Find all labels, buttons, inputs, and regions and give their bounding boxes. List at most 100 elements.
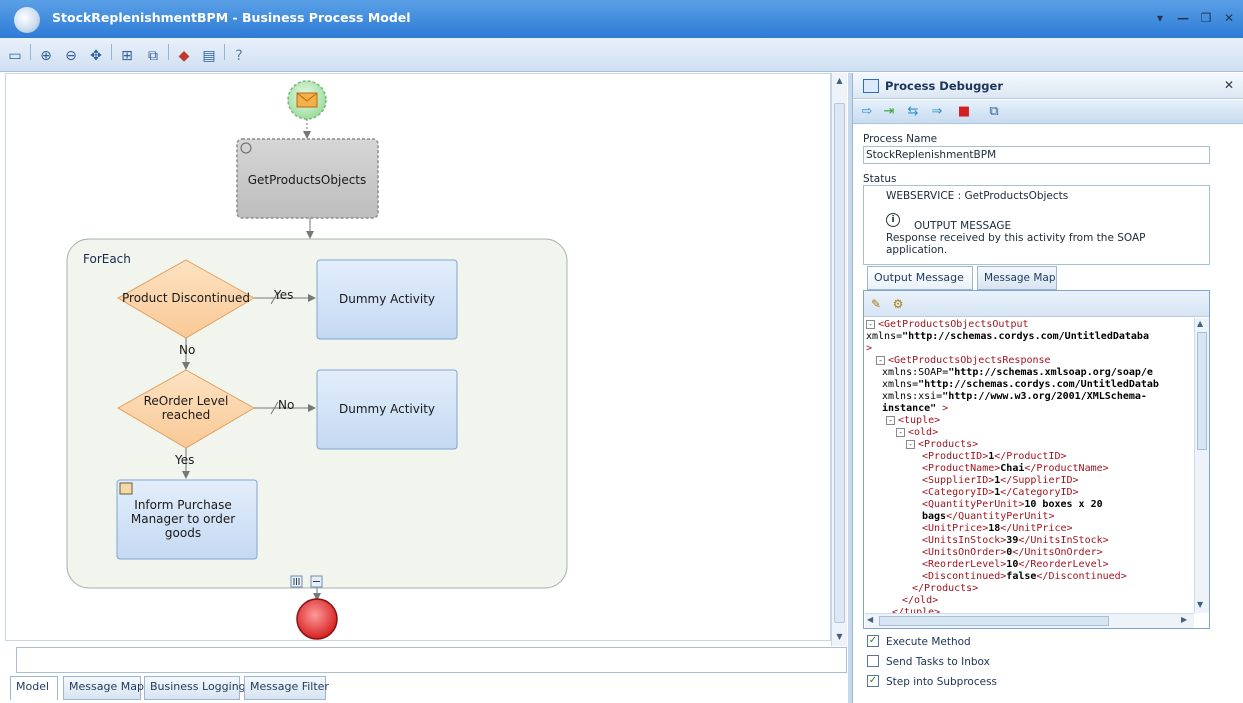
page-icon[interactable]: ▤ [202,48,216,64]
collapse-icon[interactable]: ⧉ [148,48,158,64]
step-icon[interactable]: ⇨ [861,104,873,119]
step-back-icon[interactable]: ⇆ [907,104,919,119]
xml-line: instance" > [882,403,948,415]
expand-icon[interactable]: ⊞ [121,48,133,64]
close-window-button[interactable]: ✕ [1223,11,1235,25]
execute-method-checkbox[interactable]: ✓ [867,635,879,647]
tab-model[interactable]: Model [10,676,58,700]
xml-line: xmlns:xsi="http://www.w3.org/2001/XMLSch… [882,391,1147,403]
info-icon: i [886,213,900,227]
fit-icon[interactable]: ✥ [90,48,102,64]
scroll-down-icon[interactable]: ▼ [1197,600,1204,609]
xml-tag: <ProductID> [922,451,989,462]
tab-output-message[interactable]: Output Message [867,266,973,290]
xml-tag: <ProductName> [922,463,1001,474]
xml-tag: <UnitsOnOrder> [922,547,1007,558]
decision-label-line1: ReOrder Level [144,394,229,408]
scroll-up-icon[interactable]: ▲ [1197,319,1204,328]
xml-line: <QuantityPerUnit>10 boxes x 20 [922,499,1103,511]
xml-tag: </UnitsOnOrder> [1012,547,1103,558]
debugger-icon [863,79,879,93]
route-icon[interactable]: ◆ [178,48,190,64]
tab-message-map[interactable]: Message Map [63,676,144,700]
xml-line: <SupplierID>1</SupplierID> [922,475,1079,487]
xml-tag: </SupplierID> [1000,475,1079,486]
tab-debugger-message-map[interactable]: Message Map [977,266,1057,290]
collapse-node-icon[interactable]: - [876,356,885,365]
scroll-left-icon[interactable]: ◀ [867,615,874,624]
scroll-down-icon[interactable]: ▼ [836,632,843,641]
scroll-thumb[interactable] [834,103,845,623]
xml-line: xmlns="http://schemas.cordys.com/Untitle… [882,379,1159,391]
resume-icon[interactable]: ⇒ [931,104,943,119]
edit-xml-icon[interactable]: ✎ [870,297,882,311]
xml-line: <UnitsInStock>39</UnitsInStock> [922,535,1109,547]
xml-line: </tuple> [892,607,940,613]
decision-reorder-level[interactable]: ReOrder Level reached [116,369,256,449]
xml-tag: <SupplierID> [922,475,995,486]
scroll-thumb[interactable] [1197,332,1207,450]
close-panel-icon[interactable]: ✕ [1223,78,1234,92]
xml-value: "http://schemas.cordys.com/UntitledDatab… [902,331,1149,342]
xml-tag: </ProductID> [994,451,1067,462]
process-name-label: Process Name [863,133,938,145]
xml-vertical-scrollbar[interactable]: ▲ ▼ [1194,318,1209,613]
stop-icon[interactable]: ■ [957,104,971,119]
restore-button[interactable]: ❐ [1200,11,1212,25]
step-into-subprocess-label: Step into Subprocess [886,676,998,688]
xml-tag: <Products> [918,439,979,450]
minimize-button[interactable]: — [1177,11,1189,25]
collapse-node-icon[interactable]: - [866,320,875,329]
debugger-header: Process Debugger ✕ [853,73,1243,99]
xml-line: </Products> [912,583,978,595]
view-icon[interactable]: ▭ [8,48,22,64]
step-into-subprocess-checkbox[interactable]: ✓ [867,675,879,687]
activity-label: Dummy Activity [339,402,435,416]
status-message-type: OUTPUT MESSAGE [914,220,1012,232]
xml-tag: </CategoryID> [1000,487,1079,498]
collapse-node-icon[interactable]: - [906,440,915,449]
xml-value: 1 [994,475,1001,486]
xml-line: <Discontinued>false</Discontinued> [922,571,1127,583]
end-event[interactable] [296,598,338,640]
xml-value: 0 [1006,547,1013,558]
status-label: Status [863,173,897,185]
xml-tag: > [866,343,873,354]
process-name-field[interactable]: StockReplenishmentBPM [863,146,1210,164]
scroll-right-icon[interactable]: ▶ [1181,615,1188,624]
send-tasks-checkbox[interactable] [867,655,879,667]
format-xml-icon[interactable]: ⚙ [892,297,904,311]
xml-tag: > [936,403,949,414]
xml-value: 10 [1006,559,1019,570]
xml-value: "http://www.w3.org/2001/XMLSchema- [942,391,1147,402]
collapse-node-icon[interactable]: - [896,428,905,437]
xml-horizontal-scrollbar[interactable]: ◀ ▶ [865,613,1194,628]
foreach-collapse-controls[interactable] [290,575,323,588]
model-canvas[interactable]: GetProductsObjects ForEach Product Disco… [5,73,831,641]
canvas-vertical-scrollbar[interactable]: ▲ ▼ [831,73,847,646]
tab-business-logging[interactable]: Business Logging [144,676,246,700]
window-title: StockReplenishmentBPM - Business Process… [52,10,411,25]
panel-splitter[interactable] [848,73,852,703]
start-message-event[interactable] [287,80,327,120]
xml-value: "http://schemas.xmlsoap.org/soap/e [948,367,1153,378]
tab-message-filter[interactable]: Message Filter [244,676,329,700]
settings-icon[interactable]: ⧉ [989,104,999,119]
debugger-title: Process Debugger [885,79,1004,93]
activity-inform-purchase-manager[interactable]: Inform Purchase Manager to order goods [116,479,258,560]
xml-value: 1 [994,487,1001,498]
help-icon[interactable]: ? [235,48,243,64]
scroll-up-icon[interactable]: ▲ [836,76,843,85]
scroll-thumb[interactable] [879,616,1109,626]
xml-value: 10 boxes x 20 [1024,499,1103,510]
step-over-icon[interactable]: ⇥ [883,104,895,119]
window-menu-button[interactable]: ▾ [1156,11,1164,25]
zoom-out-icon[interactable]: ⊖ [65,48,77,64]
zoom-in-icon[interactable]: ⊕ [40,48,52,64]
dummy-activity-1[interactable]: Dummy Activity [316,259,458,340]
collapse-node-icon[interactable]: - [886,416,895,425]
dummy-activity-2[interactable]: Dummy Activity [316,369,458,450]
xml-tag: </UnitsInStock> [1018,535,1109,546]
activity-get-products-objects[interactable]: GetProductsObjects [236,138,379,219]
